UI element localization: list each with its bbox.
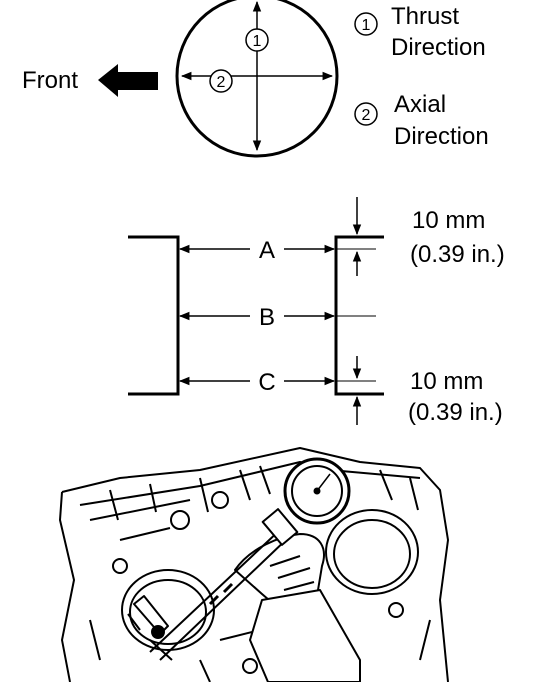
bore-gauge-illustration — [59, 447, 449, 683]
bore-cross-section: A B C 10 mm (0.39 in.) 10 mm (0.39 — [128, 197, 505, 426]
legend-1-circle — [354, 12, 378, 36]
dial-gauge-needle — [316, 473, 331, 492]
marker-1-circle — [245, 28, 269, 52]
gauge-rod — [208, 582, 234, 606]
bolt-hole-4 — [388, 602, 404, 618]
cylinder-bore-1 — [121, 569, 215, 651]
gauge-probe-head — [151, 625, 165, 639]
arm-sleeve — [249, 589, 361, 683]
legend-1-number: 1 — [362, 17, 371, 34]
point-a-label: A — [259, 237, 275, 264]
legend-2-line1: Axial — [394, 91, 446, 118]
marker-2-label: 2 — [217, 74, 226, 91]
cylinder-bore-1-inner — [129, 579, 207, 645]
lower-offset-metric: 10 mm — [410, 368, 483, 395]
upper-offset-metric: 10 mm — [412, 207, 485, 234]
measurement-line-a: A — [178, 237, 336, 264]
measurement-line-b: B — [178, 304, 336, 331]
legend-2-number: 2 — [362, 107, 371, 124]
point-b-label: B — [259, 304, 275, 331]
point-c-label: C — [258, 369, 275, 396]
cylinder-top-view: 1 2 — [175, 0, 339, 158]
lower-dimension: 10 mm (0.39 in.) — [352, 356, 503, 426]
engine-block-outline — [59, 447, 449, 683]
lower-offset-imperial: (0.39 in.) — [408, 399, 503, 426]
upper-offset-imperial: (0.39 in.) — [410, 241, 505, 268]
front-label: Front — [22, 67, 78, 94]
bore-left-wall — [128, 235, 180, 396]
cylinder-circle — [175, 0, 339, 158]
cylinder-bore-2-inner — [333, 519, 411, 589]
cylinder-bore-2 — [325, 509, 419, 595]
legend-1-line1: Thrust — [391, 3, 459, 30]
direction-legend: 1 Thrust Direction 2 Axial Direction — [354, 3, 489, 150]
front-arrow-icon — [98, 64, 158, 97]
finger-lines — [269, 555, 315, 591]
block-ribs — [109, 465, 419, 521]
dial-gauge-face — [291, 465, 343, 517]
measurement-line-c: C — [178, 369, 336, 396]
engine-block-deck — [79, 461, 421, 541]
legend-1-line2: Direction — [391, 34, 486, 61]
marker-2-circle — [209, 69, 233, 93]
legend-2-circle — [354, 102, 378, 126]
bolt-hole-1 — [170, 510, 190, 530]
gauge-stem — [261, 508, 299, 546]
upper-dimension: 10 mm (0.39 in.) — [352, 197, 505, 276]
marker-1-label: 1 — [253, 33, 262, 50]
bolt-hole-5 — [242, 658, 258, 674]
gauge-shaft — [149, 527, 291, 661]
legend-2-line2: Direction — [394, 123, 489, 150]
bolt-hole-2 — [211, 491, 229, 509]
front-indicator: Front — [22, 64, 158, 97]
bolt-hole-3 — [112, 558, 128, 574]
